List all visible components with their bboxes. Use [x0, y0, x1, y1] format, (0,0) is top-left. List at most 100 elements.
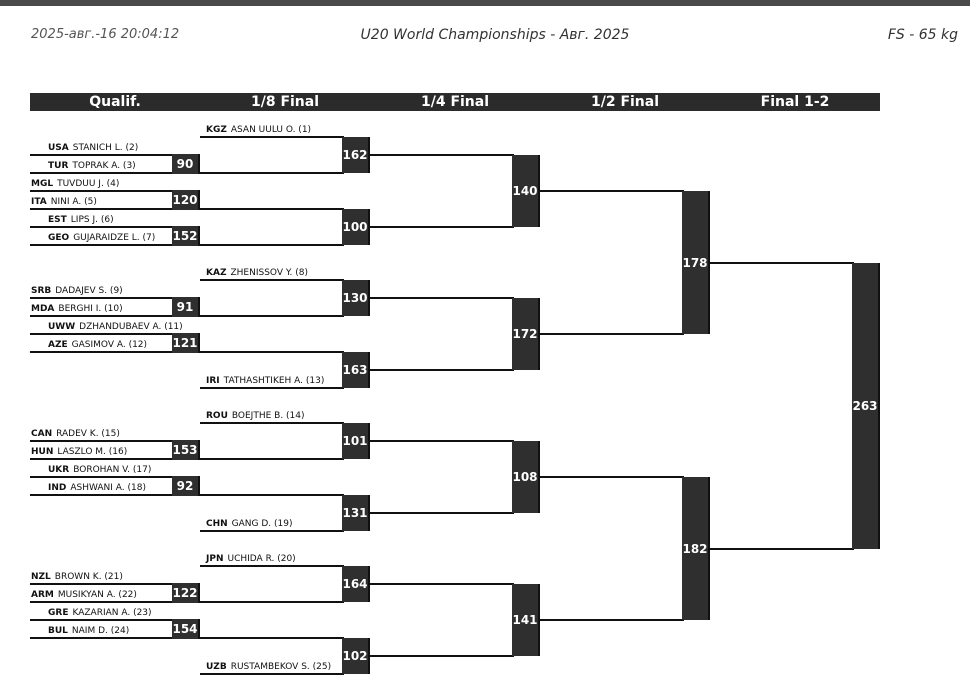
entry-line [200, 315, 344, 317]
eighth-final-bout[interactable]: 164 [342, 566, 370, 602]
wrestler-country: NZL [31, 572, 51, 582]
qualif-line [30, 315, 172, 317]
wrestler-country: AZE [48, 340, 68, 350]
wrestler-name: GUJARAIDZE L. (7) [73, 233, 156, 243]
round-semi-final: 1/2 Final [590, 94, 660, 110]
advance-line [370, 512, 514, 514]
wrestler-country: KAZ [206, 268, 227, 278]
eighth-final-bout[interactable]: 101 [342, 423, 370, 459]
eighth-final-bout[interactable]: 163 [342, 352, 370, 388]
round-header-bar: Qualif. 1/8 Final 1/4 Final 1/2 Final Fi… [30, 93, 880, 111]
qualif-line [30, 351, 172, 353]
entry-line [200, 637, 344, 639]
wrestler-name: TOPRAK A. (3) [72, 161, 136, 171]
round-qualif: Qualif. [89, 94, 141, 110]
eighth-final-bout[interactable]: 162 [342, 137, 370, 173]
qualif-line [30, 226, 172, 228]
entry-line [200, 565, 344, 567]
qualif-bout[interactable]: 91 [172, 297, 200, 317]
entry-line [200, 458, 344, 460]
wrestler-name: NAIM D. (24) [71, 626, 130, 636]
wrestler-country: GEO [48, 233, 70, 243]
eighth-final-bout[interactable]: 102 [342, 638, 370, 674]
entry-line [200, 279, 344, 281]
entry-line [200, 387, 344, 389]
wrestler-country: UZB [206, 662, 227, 672]
semi-final-bout[interactable]: 178 [682, 191, 710, 334]
advance-line [370, 297, 514, 299]
quarter-final-bout[interactable]: 172 [512, 298, 540, 370]
advance-line [370, 226, 514, 228]
semi-final-bout[interactable]: 182 [682, 477, 710, 620]
qualif-line [30, 619, 172, 621]
quarter-final-bout[interactable]: 108 [512, 441, 540, 513]
wrestler-country: CAN [31, 429, 53, 439]
qualif-line [30, 190, 172, 192]
entry-line [200, 601, 344, 603]
qualif-line [30, 440, 172, 442]
wrestler-country: SRB [31, 286, 52, 296]
wrestler-name: TUVDUU J. (4) [57, 179, 120, 189]
wrestler-country: ROU [206, 411, 228, 421]
wrestler-country: UWW [48, 322, 76, 332]
wrestler-country: IND [48, 483, 67, 493]
wrestler-name: ASHWANI A. (18) [70, 483, 147, 493]
round-eighth-final: 1/8 Final [250, 94, 320, 110]
eighth-final-bout[interactable]: 130 [342, 280, 370, 316]
qualif-bout[interactable]: 154 [172, 619, 200, 639]
qualif-line [30, 637, 172, 639]
qualif-bout[interactable]: 90 [172, 154, 200, 174]
wrestler-name: NINI A. (5) [50, 197, 97, 207]
entry-line [200, 494, 344, 496]
qualif-line [30, 458, 172, 460]
round-quarter-final: 1/4 Final [420, 94, 490, 110]
wrestler-name: LIPS J. (6) [70, 215, 114, 225]
qualif-bout[interactable]: 122 [172, 583, 200, 603]
quarter-final-bout[interactable]: 141 [512, 584, 540, 656]
quarter-final-bout[interactable]: 140 [512, 155, 540, 227]
qualif-bout[interactable]: 153 [172, 440, 200, 460]
qualif-bout[interactable]: 92 [172, 476, 200, 496]
wrestler-name: RUSTAMBEKOV S. (25) [230, 662, 332, 672]
wrestler-name: UCHIDA R. (20) [227, 554, 296, 564]
wrestler-country: UKR [48, 465, 70, 475]
entry-line [200, 530, 344, 532]
final-bout[interactable]: 263 [852, 263, 880, 549]
qualif-bout[interactable]: 152 [172, 226, 200, 246]
eighth-final-bout[interactable]: 100 [342, 209, 370, 245]
qualif-line [30, 583, 172, 585]
eighth-final-bout[interactable]: 131 [342, 495, 370, 531]
wrestler-name: DADAJEV S. (9) [55, 286, 123, 296]
qualif-bout[interactable]: 120 [172, 190, 200, 210]
qualif-line [30, 172, 172, 174]
wrestler-country: KGZ [206, 125, 227, 135]
entry-line [200, 422, 344, 424]
wrestler-name: BOROHAN V. (17) [73, 465, 152, 475]
qualif-bout[interactable]: 121 [172, 333, 200, 353]
